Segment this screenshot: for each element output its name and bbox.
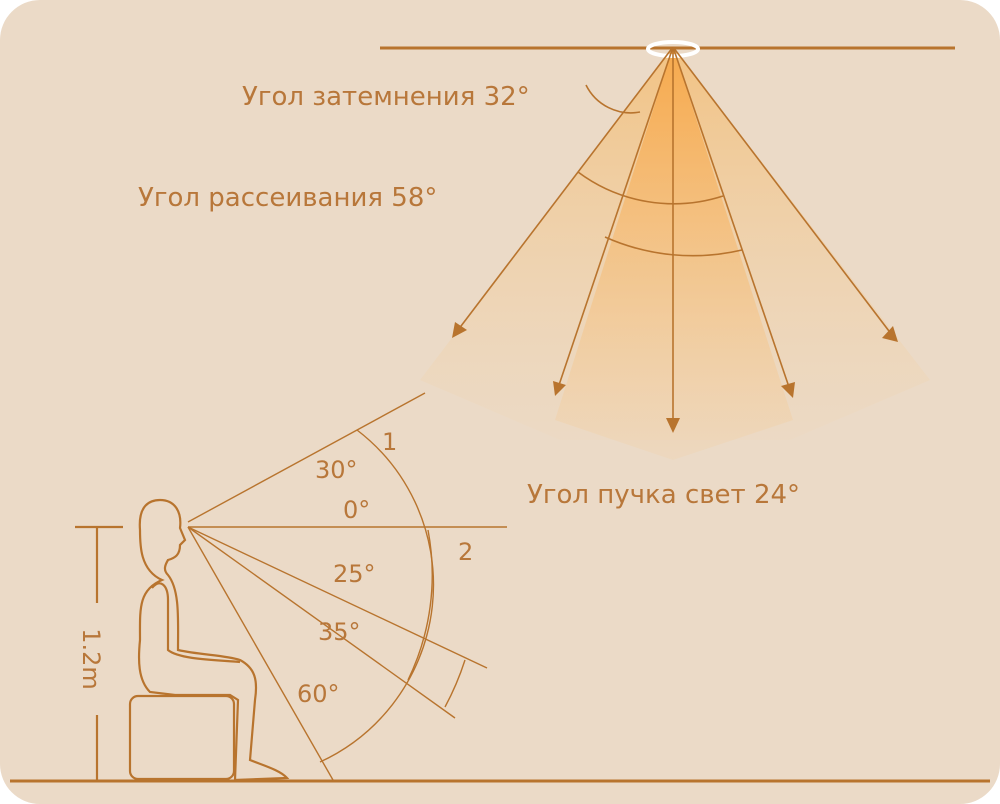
light-rays — [457, 46, 893, 425]
arrowheads — [452, 322, 898, 433]
angle-35-label: 35° — [318, 618, 361, 646]
inner-light-cone — [555, 47, 793, 460]
zone-2-label: 2 — [458, 538, 474, 566]
angle-60-label: 60° — [297, 680, 340, 708]
spread-angle-label: Угол рассеивания 58° — [138, 183, 438, 213]
beam-angle-label: Угол пучка свет 24° — [527, 480, 801, 510]
angle-25-label: 25° — [333, 560, 376, 588]
cutoff-angle-label: Угол затемнения 32° — [242, 82, 530, 112]
angle-0-label: 0° — [343, 496, 371, 524]
sight-lines — [187, 392, 507, 781]
zone-1-label: 1 — [382, 428, 398, 456]
height-label: 1.2m — [76, 628, 105, 690]
seated-person-icon — [75, 498, 290, 782]
angle-30-label: 30° — [315, 456, 358, 484]
